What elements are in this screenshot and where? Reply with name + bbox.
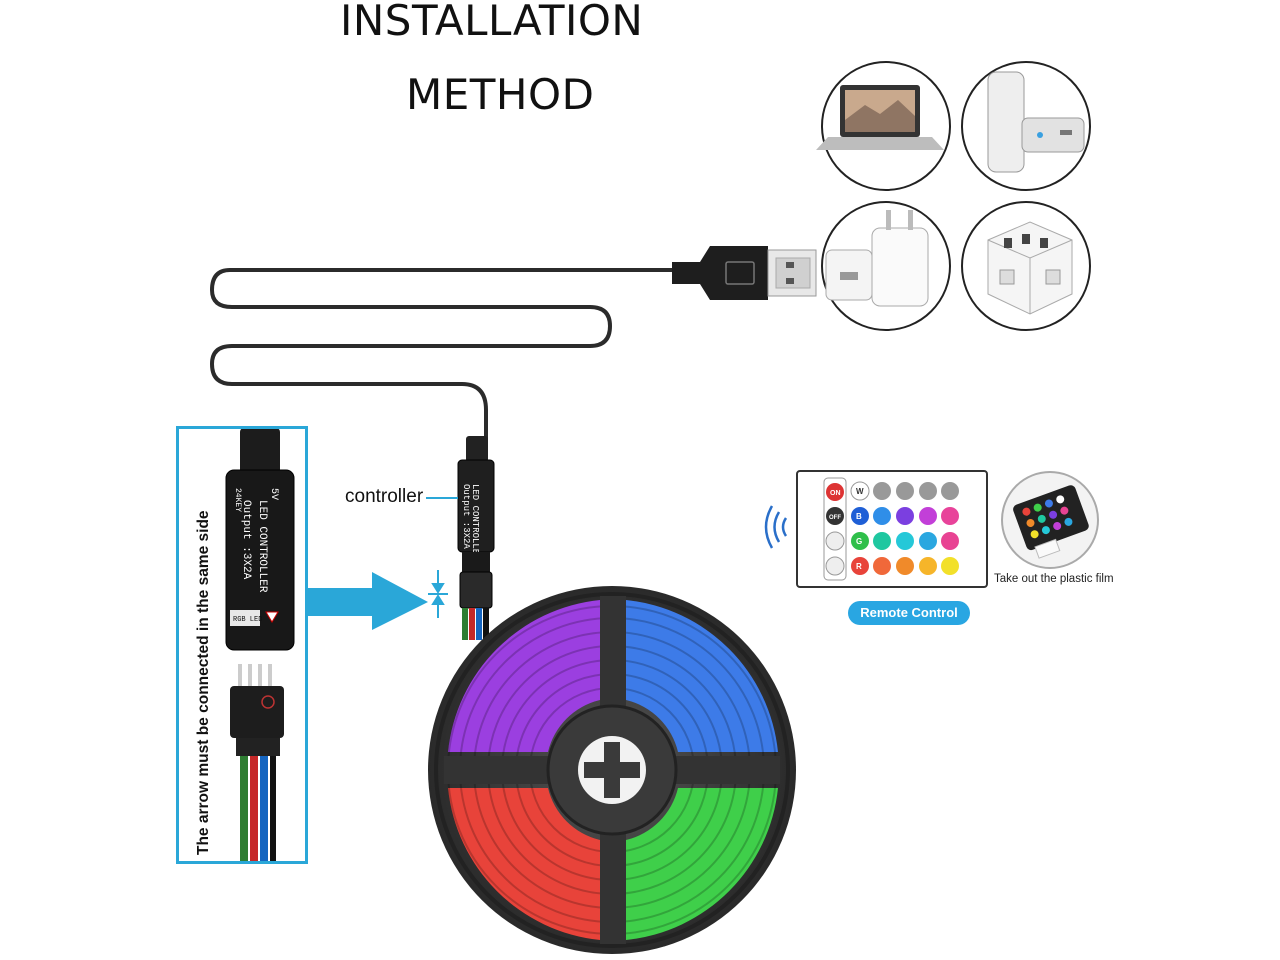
enlarged-controller-output: Output :3X2A: [240, 500, 252, 580]
led-controller-enlarged: LED CONTROLLER Output :3X2A 5V 24KEY RGB…: [225, 428, 295, 862]
power-bank-icon: [961, 61, 1091, 191]
remote-control-icon: ON OFF W B G R: [823, 477, 959, 581]
key-green: G: [856, 537, 862, 546]
led-controller-small: LED CONTROLLER Output :3X2A: [457, 436, 495, 640]
small-controller-print: LED CONTROLLER: [470, 484, 480, 560]
enlarged-controller-keys: 24KEY: [233, 488, 242, 512]
key-blue: B: [856, 512, 862, 521]
laptop-icon: [816, 61, 951, 191]
signal-icon: [764, 505, 788, 549]
power-strip-icon: [961, 201, 1091, 331]
usb-plug-icon: [672, 246, 817, 300]
small-controller-output: Output :3X2A: [461, 484, 471, 549]
enlarged-controller-tag: RGB LED: [233, 616, 262, 624]
key-red: R: [856, 562, 862, 571]
key-white: W: [856, 487, 864, 496]
enlarged-controller-voltage: 5V: [268, 488, 279, 500]
key-on: ON: [830, 490, 841, 497]
side-note-box: The arrow must be connected in the same …: [176, 426, 308, 864]
title-line-2: METHOD: [406, 70, 595, 119]
usb-charger-icon: [821, 201, 951, 331]
connect-arrow-icon: [308, 572, 428, 630]
led-strip-reel: [428, 586, 796, 954]
remote-control-frame: [796, 470, 988, 588]
title-line-1: INSTALLATION: [340, 0, 644, 45]
remote-control-badge: Remote Control: [848, 601, 970, 625]
alignment-marker-icon: [428, 570, 448, 618]
key-off: OFF: [829, 515, 841, 521]
controller-label: controller: [345, 486, 424, 507]
usb-cable: [209, 268, 678, 442]
plastic-film-photo: [1001, 471, 1099, 569]
plastic-film-label: Take out the plastic film: [994, 573, 1114, 585]
enlarged-controller-print: LED CONTROLLER: [256, 500, 268, 593]
side-note-text: The arrow must be connected in the same …: [195, 510, 212, 855]
